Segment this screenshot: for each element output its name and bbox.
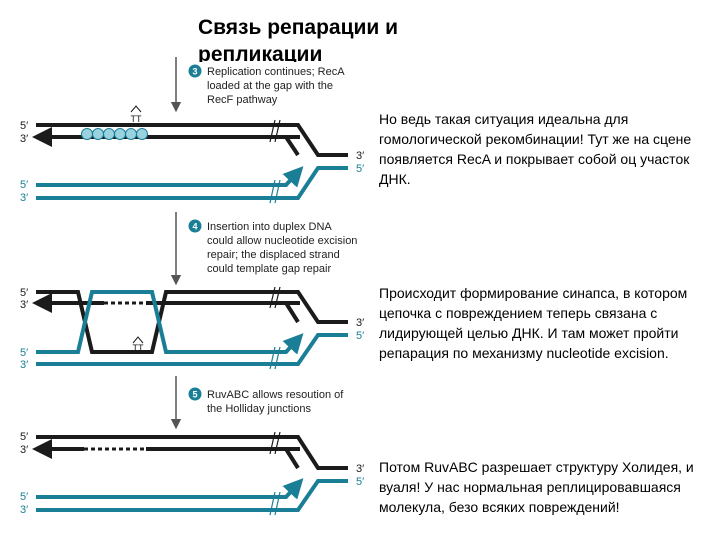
step-5-label: 5 RuvABC allows resoution of the Hollida… xyxy=(188,387,344,415)
step-3-line-2: loaded at the gap with the xyxy=(207,80,333,92)
step-4-line-4: could template gap repair xyxy=(207,263,331,275)
step-4-number: 4 xyxy=(192,222,197,232)
panel-2-label-5-top: 5′ xyxy=(20,287,28,299)
panel-1-break-marks xyxy=(269,119,281,204)
panel-3-dna: 5′ 3′ 3′ 5′ 5′ 3′ xyxy=(20,431,364,516)
step-5-line-2: the Holliday junctions xyxy=(207,403,311,415)
recA-filament xyxy=(81,128,148,140)
panel-1-parental-black xyxy=(36,123,348,157)
step-4-line-2: could allow nucleotide excision xyxy=(207,235,357,247)
step-3-line-3: RecF pathway xyxy=(207,94,278,106)
panel-1-label-5-fork-bot: 5′ xyxy=(356,163,364,175)
panel-2-parental-teal xyxy=(36,333,348,366)
description-ruvabc: Потом RuvABC разрешает структуру Холидея… xyxy=(379,459,694,515)
step-5-number: 5 xyxy=(192,390,197,400)
panel-1-label-3-top: 3′ xyxy=(20,133,28,145)
panel-3-okazaki xyxy=(284,447,300,470)
step-4-badge xyxy=(188,219,202,233)
panel-3-parental-black xyxy=(36,435,348,470)
step-4-label: 4 Insertion into duplex DNA could allow … xyxy=(188,219,357,275)
panel-1-dna: 5′ 3′ TT 3′ 5′ 5′ 3′ xyxy=(20,105,364,204)
panel-2-label-3-fork-top: 3′ xyxy=(356,317,364,329)
panel-3-label-5-bot: 5′ xyxy=(20,491,28,503)
panel-3-label-3-top: 3′ xyxy=(20,444,28,456)
thymine-dimer-1: TT xyxy=(131,105,142,124)
panel-1-label-3-fork-top: 3′ xyxy=(356,150,364,162)
step-3-line-1: Replication continues; RecA xyxy=(207,66,345,78)
panel-1-parental-teal xyxy=(36,166,348,200)
panel-1-label-3-bot: 3′ xyxy=(20,192,28,204)
panel-2-okazaki xyxy=(284,301,300,324)
description-recA: Но ведь такая ситуация идеальна для гомо… xyxy=(379,111,692,187)
panel-2-break-marks xyxy=(269,286,281,370)
panel-3-label-5-fork-bot: 5′ xyxy=(356,476,364,488)
panel-2-label-5-fork-bot: 5′ xyxy=(356,330,364,342)
panel-3-leading-teal xyxy=(36,478,304,500)
panel-3-label-3-fork-top: 3′ xyxy=(356,463,364,475)
panel-1-leading-teal xyxy=(36,166,304,188)
panel-2-displaced-teal xyxy=(36,290,304,355)
panel-1-okazaki xyxy=(284,135,300,157)
step-5-line-1: RuvABC allows resoution of xyxy=(207,389,344,401)
step-3-label: 3 Replication continues; RecA loaded at … xyxy=(188,64,345,106)
slide-title: Связь репарации и репликации xyxy=(198,16,399,62)
step-3-badge xyxy=(188,64,202,78)
panel-3-label-3-bot: 3′ xyxy=(20,504,28,516)
svg-text:TT: TT xyxy=(131,114,142,124)
panel-2-label-5-bot: 5′ xyxy=(20,347,28,359)
step-4-line-1: Insertion into duplex DNA xyxy=(207,221,332,233)
panel-2-label-3-bot: 3′ xyxy=(20,359,28,371)
thymine-dimer-2: TT xyxy=(133,336,144,353)
panel-1-label-5-bot: 5′ xyxy=(20,179,28,191)
description-synapse: Происходит формирование синапса, в котор… xyxy=(379,285,688,361)
panel-3-break-marks xyxy=(269,431,281,516)
panel-2-dna: 5′ 3′ TT 3′ 5′ 5′ 3′ xyxy=(20,286,364,371)
panel-1-label-5-top: 5′ xyxy=(20,120,28,132)
panel-3-label-5-top: 5′ xyxy=(20,431,28,443)
step-5-badge xyxy=(188,387,202,401)
panel-3-parental-teal xyxy=(36,479,348,512)
step-3-number: 3 xyxy=(192,67,197,77)
replication-diagram: 3 Replication continues; RecA loaded at … xyxy=(20,57,364,516)
panel-2-label-3-top: 3′ xyxy=(20,299,28,311)
svg-text:TT: TT xyxy=(133,343,144,353)
step-4-line-3: repair; the displaced strand xyxy=(207,249,340,261)
